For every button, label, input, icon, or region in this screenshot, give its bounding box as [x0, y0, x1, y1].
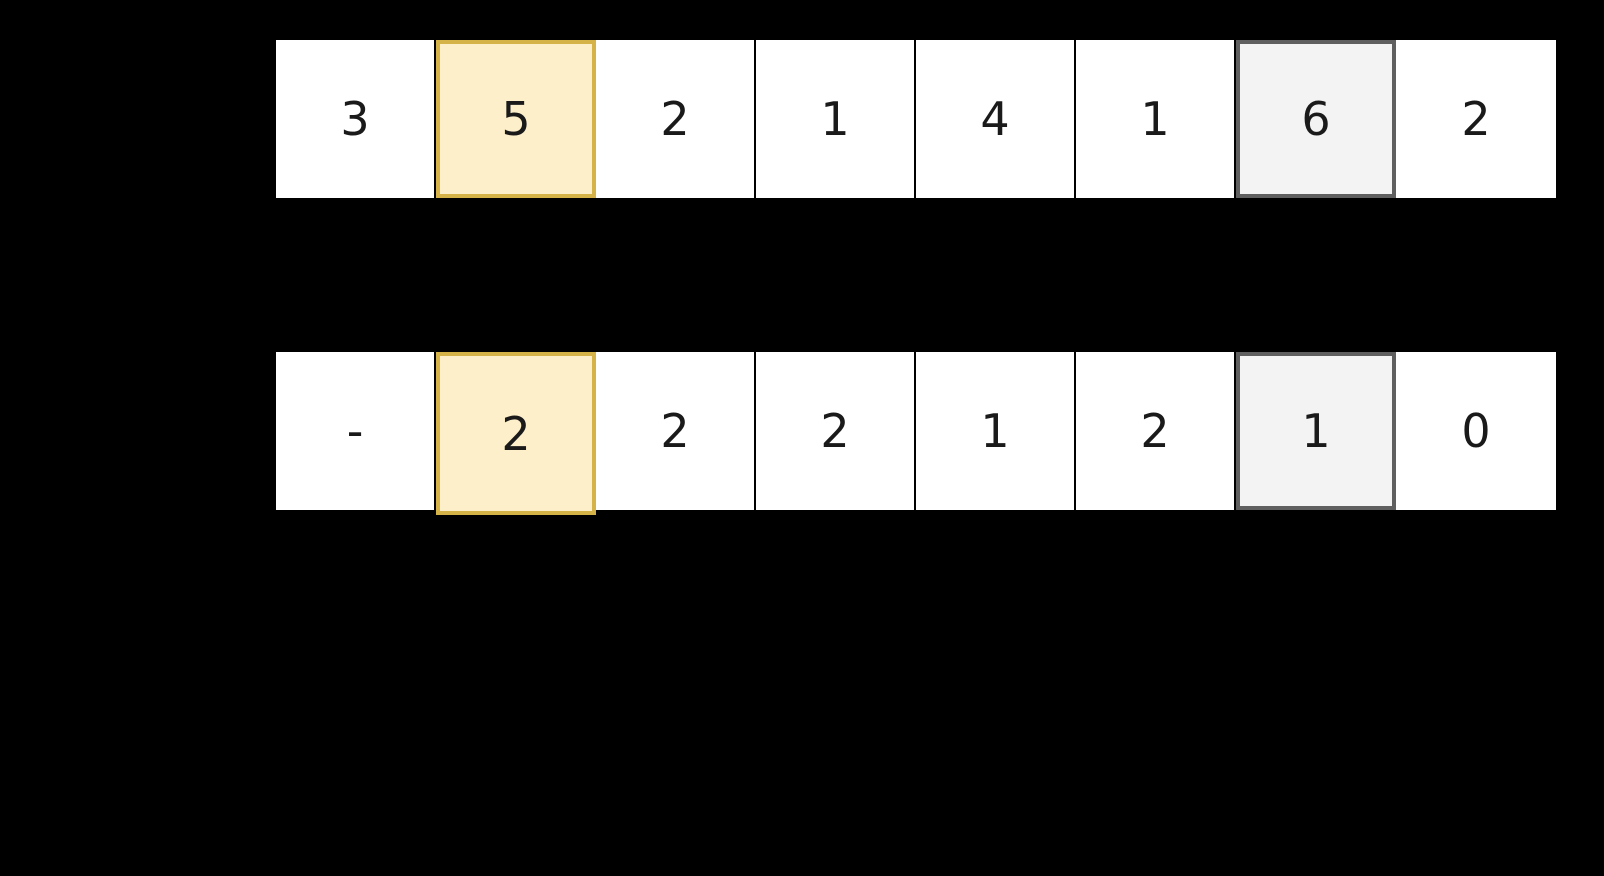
array-cell[interactable]: 4 — [916, 40, 1076, 198]
array-cell-value: 2 — [660, 92, 690, 146]
array-cell-value: 2 — [820, 404, 850, 458]
array-cell[interactable]: 1 — [916, 352, 1076, 510]
array-cell-value: 2 — [1140, 404, 1170, 458]
array-cell-value: - — [346, 404, 364, 458]
array-cell[interactable]: 6 — [1236, 40, 1396, 198]
array-cell-value: 5 — [501, 92, 531, 146]
array-cell[interactable]: 5 — [436, 40, 596, 198]
array-cell-value: 1 — [820, 92, 850, 146]
array-cell-value: 3 — [340, 92, 370, 146]
array-cell[interactable]: 2 — [436, 352, 596, 515]
array-cell[interactable]: 1 — [756, 40, 916, 198]
array-cell[interactable]: 0 — [1396, 352, 1556, 510]
array-cell[interactable]: 1 — [1236, 352, 1396, 510]
array-cell[interactable]: 2 — [596, 40, 756, 198]
array-row-values-row: 3 5 2 1 4 1 6 2 — [276, 40, 1556, 198]
array-cell[interactable]: 2 — [1076, 352, 1236, 510]
array-cell[interactable]: 1 — [1076, 40, 1236, 198]
array-cell-value: 2 — [501, 406, 531, 461]
array-cell[interactable]: 3 — [276, 40, 436, 198]
array-cell[interactable]: 2 — [596, 352, 756, 510]
array-cell-value: 6 — [1301, 92, 1331, 146]
array-cell-value: 1 — [980, 404, 1010, 458]
array-cell-value: 1 — [1140, 92, 1170, 146]
array-cell-value: 2 — [660, 404, 690, 458]
array-cell-value: 0 — [1461, 404, 1491, 458]
array-cell-value: 2 — [1461, 92, 1491, 146]
array-cell[interactable]: 2 — [1396, 40, 1556, 198]
array-cell-value: 4 — [980, 92, 1010, 146]
array-cell[interactable]: 2 — [756, 352, 916, 510]
array-cell[interactable]: - — [276, 352, 436, 510]
array-cell-value: 1 — [1301, 404, 1331, 458]
array-row-result-row: - 2 2 2 1 2 1 0 — [276, 352, 1556, 515]
